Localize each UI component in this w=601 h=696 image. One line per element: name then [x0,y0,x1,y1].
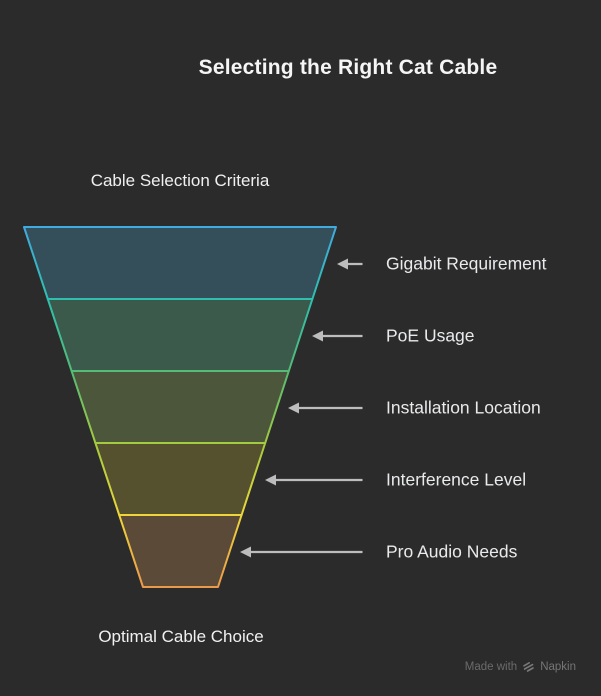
arrowhead-icon [265,474,276,486]
watermark-prefix: Made with [464,660,518,673]
stage-label-5: Pro Audio Needs [386,541,518,562]
arrowhead-icon [312,330,323,342]
watermark-brand: Napkin [540,660,576,673]
funnel-stage-3 [70,370,290,444]
napkin-watermark: Made with Napkin [465,660,576,673]
arrowhead-icon [288,402,299,414]
arrowhead-icon [240,546,251,558]
funnel-stage-1 [23,226,337,300]
stage-arrow-3 [288,402,363,414]
stage-label-3: Installation Location [386,397,541,418]
funnel-stage-4 [94,442,267,516]
arrowhead-icon [337,258,348,270]
page-title: Selecting the Right Cat Cable [198,56,498,79]
stage-label-2: PoE Usage [386,325,475,346]
funnel-stage-5 [118,514,243,588]
stage-arrow-2 [312,330,363,342]
funnel-top-caption: Cable Selection Criteria [90,171,270,190]
funnel-stage-2 [46,298,314,372]
funnel-bottom-caption: Optimal Cable Choice [98,627,264,646]
stage-arrow-4 [265,474,363,486]
napkin-logo-icon [523,661,534,672]
stage-arrow-1 [337,258,363,270]
stage-label-4: Interference Level [386,469,527,490]
stage-arrow-5 [240,546,363,558]
stage-label-1: Gigabit Requirement [386,253,547,274]
